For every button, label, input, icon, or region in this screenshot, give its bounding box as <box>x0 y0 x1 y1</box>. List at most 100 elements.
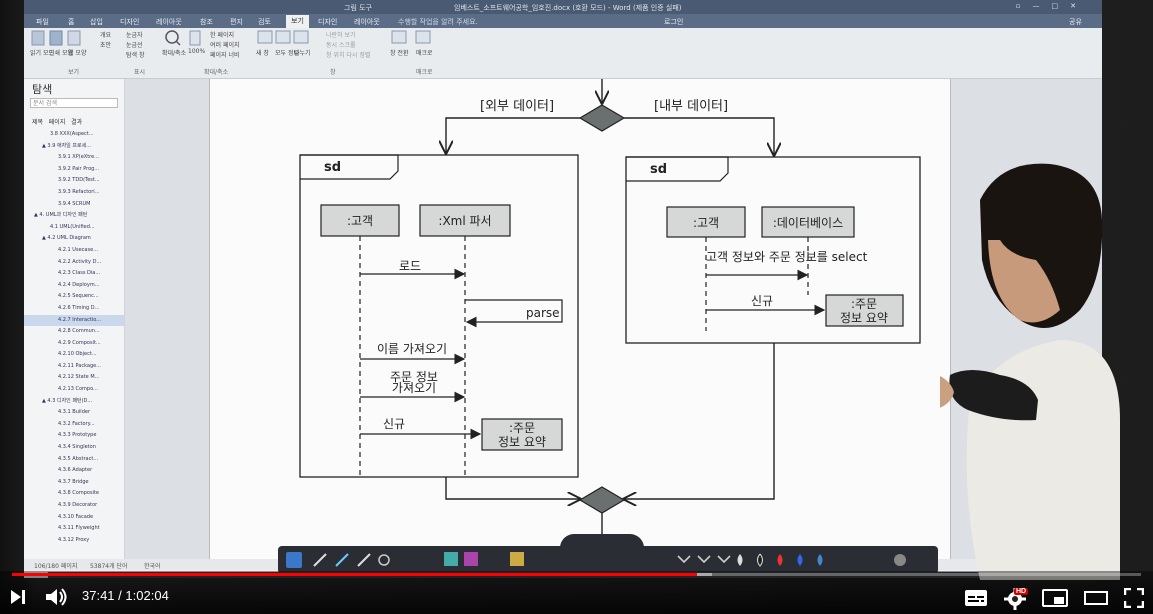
nav-heading-item[interactable]: 4.2.4 Deploym... <box>58 281 100 288</box>
read-mode-button[interactable]: 읽기 모드 <box>30 50 54 57</box>
menu-tab[interactable]: 디자인 <box>318 18 338 26</box>
pen-tool-icons[interactable] <box>278 546 938 574</box>
nav-heading-item[interactable]: 4.2.8 Commun... <box>58 328 100 335</box>
nav-heading-item[interactable]: 3.9.2 TDD(Test... <box>58 177 100 184</box>
menu-tab[interactable]: 디자인 <box>120 18 140 26</box>
window-controls[interactable]: ▫—□✕ <box>1015 2 1088 10</box>
order-summary-left-label-1: :주문 <box>509 421 535 435</box>
share-button[interactable]: 공유 <box>1069 18 1082 26</box>
nav-heading-item[interactable]: 4.2.9 Composit... <box>58 339 101 346</box>
merge-node <box>578 486 626 514</box>
multiple-pages-button[interactable]: 여러 페이지 <box>210 42 240 49</box>
new-window-button[interactable]: 새 창 <box>256 50 269 57</box>
nav-heading-item[interactable]: 4.2.13 Compo... <box>58 386 98 393</box>
nav-heading-item[interactable]: 4.3.3 Prototype <box>58 432 97 439</box>
nav-heading-item[interactable]: 4.2.1 Usecase... <box>58 246 98 253</box>
nav-heading-item[interactable]: 4.2.7 Interactio... <box>24 314 124 327</box>
menu-tab[interactable]: 레이아웃 <box>354 18 380 26</box>
split-button[interactable]: 나누기 <box>294 50 311 57</box>
gridlines-checkbox[interactable]: 눈금선 <box>126 42 143 49</box>
menu-tab[interactable]: 홈 <box>68 18 75 26</box>
group-label-show: 표시 <box>134 69 146 76</box>
nav-heading-item[interactable]: 4.3.5 Abstract... <box>58 455 99 462</box>
nav-heading-item[interactable]: 3.9.2 Pair Prog... <box>58 165 100 172</box>
tell-me-box[interactable]: 수행할 작업을 알려 주세요. <box>398 18 478 26</box>
nav-heading-item[interactable]: 4.3.2 Factory... <box>58 420 95 427</box>
nav-heading-item[interactable]: 4.2.5 Sequenc... <box>58 293 99 300</box>
nav-heading-item[interactable]: 4.3.6 Adapter <box>58 467 93 474</box>
zoom-button[interactable]: 확대/축소 <box>162 50 187 57</box>
arrange-all-button[interactable]: 모두 정렬 <box>275 50 299 57</box>
nav-heading-item[interactable]: 4.2.3 Class Dia... <box>58 270 101 277</box>
nav-heading-item[interactable]: 3.9.3 Refactori... <box>58 188 100 195</box>
nav-heading-item[interactable]: 4.2.10 Object... <box>58 351 97 358</box>
nav-heading-item[interactable]: 4.2.11 Package... <box>58 362 101 369</box>
volume-icon[interactable] <box>44 586 70 608</box>
nav-heading-item[interactable]: 4.3.9 Decorator <box>58 502 98 508</box>
nav-heading-item[interactable]: 3.9.1 XP(eXtre... <box>58 154 99 161</box>
guard-external-label: [외부 데이터] <box>480 99 554 114</box>
nav-heading-item[interactable]: 4.2.2 Activity D... <box>58 258 102 265</box>
switch-windows-button[interactable]: 창 전환 <box>390 50 409 57</box>
menu-tab[interactable]: 삽입 <box>90 18 103 26</box>
subtitles-icon[interactable] <box>964 589 988 607</box>
sync-scroll-button[interactable]: 동시 스크롤 <box>326 42 356 49</box>
nav-heading-item[interactable]: 4.3.8 Composite <box>58 490 99 497</box>
miniplayer-icon[interactable] <box>1042 589 1068 607</box>
nav-heading-item[interactable]: 4.3.12 Proxy <box>58 536 90 543</box>
outline-button[interactable]: 개요 <box>100 32 112 39</box>
flow-external-branch <box>446 117 580 153</box>
sign-in-link[interactable]: 로그인 <box>664 18 684 26</box>
time-separator: / <box>118 588 122 603</box>
nav-heading-item[interactable]: ▲ 4.3 디자인 패턴(D... <box>42 397 93 404</box>
menu-tab[interactable]: 참조 <box>200 18 213 26</box>
picture-tools-label: 그림 도구 <box>344 4 372 12</box>
nav-heading-item[interactable]: 4.3.11 Flyweight <box>58 525 100 532</box>
nav-heading-item[interactable]: ▲ 4.2 UML Diagram <box>42 235 91 242</box>
ruler-checkbox[interactable]: 눈금자 <box>126 32 143 39</box>
fullscreen-icon[interactable] <box>1124 588 1144 608</box>
msg-get-order-label-2: 가져오기 <box>392 381 436 395</box>
one-page-button[interactable]: 한 페이지 <box>210 32 234 39</box>
progress-bar[interactable] <box>12 573 1141 576</box>
draft-button[interactable]: 초안 <box>100 42 112 49</box>
nav-tab-headings[interactable]: 제목 <box>32 119 44 126</box>
time-display: 37:41 / 1:02:04 <box>82 588 169 603</box>
document-area[interactable]: [외부 데이터] [내부 데이터] sd :고객 :Xml 파서 <box>125 79 1102 562</box>
pen-toolbar[interactable] <box>278 534 938 574</box>
nav-pane-checkbox[interactable]: 탐색 창 <box>126 52 145 59</box>
nav-heading-item[interactable]: 4.2.6 Timing D... <box>58 304 100 311</box>
nav-tab-pages[interactable]: 페이지 <box>48 119 66 126</box>
web-layout-button[interactable]: 웹 모양 <box>68 50 87 57</box>
next-icon[interactable] <box>8 588 28 606</box>
nav-heading-item[interactable]: 4.2.12 State M... <box>58 374 100 381</box>
nav-tab-results[interactable]: 결과 <box>71 119 83 126</box>
nav-heading-item[interactable]: 4.3.10 Facade <box>58 513 94 520</box>
nav-heading-item[interactable]: 4.3.1 Builder <box>58 409 90 416</box>
lifeline-customer-left <box>320 204 400 237</box>
menu-tab[interactable]: 파일 <box>36 18 49 26</box>
nav-heading-item[interactable]: 4.3.4 Singleton <box>58 444 96 451</box>
menu-tab[interactable]: 검토 <box>258 18 271 26</box>
nav-heading-item[interactable]: ▲ 3.9 애자일 프로세... <box>42 142 91 149</box>
msg-new-right-label: 신규 <box>751 294 773 308</box>
nav-heading-item[interactable]: 4.1 UML(Unified... <box>50 223 95 230</box>
menu-tab[interactable]: 레이아웃 <box>156 18 182 26</box>
print-layout-button[interactable]: 인쇄 모양 <box>49 50 73 57</box>
reset-window-button[interactable]: 창 위치 다시 정렬 <box>326 52 371 59</box>
nav-search-input[interactable]: 문서 검색 <box>30 98 118 108</box>
menu-tab[interactable]: 편지 <box>230 18 243 26</box>
nav-heading-item[interactable]: 3.8 XXX(Aspect... <box>50 131 94 137</box>
page-width-button[interactable]: 페이지 너비 <box>210 52 240 59</box>
nav-heading-item[interactable]: ▲ 4. UML과 디자인 패턴 <box>34 212 88 219</box>
nav-heading-item[interactable]: 4.3.7 Bridge <box>58 478 89 485</box>
menu-tab[interactable]: 보기 <box>286 15 309 28</box>
document-page[interactable]: [외부 데이터] [내부 데이터] sd :고객 :Xml 파서 <box>209 79 951 562</box>
order-summary-right <box>825 294 904 327</box>
theater-mode-icon[interactable] <box>1084 590 1108 606</box>
side-by-side-button[interactable]: 나란히 보기 <box>326 32 356 39</box>
nav-heading-item[interactable]: 3.9.4 SCRUM <box>58 200 91 207</box>
zoom-100-button[interactable]: 100% <box>188 48 206 55</box>
macros-button[interactable]: 매크로 <box>416 50 433 57</box>
